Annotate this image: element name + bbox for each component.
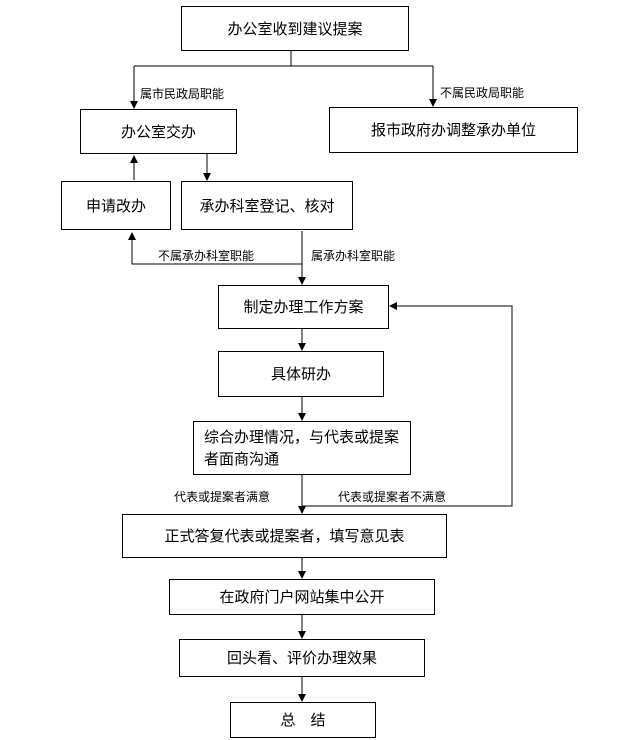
node-communicate: 综合办理情况，与代表或提案者面商沟通 bbox=[193, 421, 411, 475]
node-formal-reply: 正式答复代表或提案者，填写意见表 bbox=[122, 514, 447, 558]
label-is-civil-affairs: 属市民政局职能 bbox=[140, 87, 225, 101]
node-review-evaluate: 回头看、评价办理效果 bbox=[179, 639, 425, 677]
label-is-dept-duty: 属承办科室职能 bbox=[311, 249, 396, 263]
node-publish-online: 在政府门户网站集中公开 bbox=[169, 579, 435, 615]
node-dept-register: 承办科室登记、核对 bbox=[181, 181, 353, 230]
label-not-civil-affairs: 不属民政局职能 bbox=[440, 86, 525, 100]
node-summary: 总 结 bbox=[230, 702, 376, 738]
label-unsatisfied: 代表或提案者不满意 bbox=[338, 490, 447, 504]
node-make-plan: 制定办理工作方案 bbox=[218, 285, 389, 329]
node-receive-proposal: 办公室收到建议提案 bbox=[181, 6, 409, 51]
label-not-dept-duty: 不属承办科室职能 bbox=[158, 249, 255, 263]
node-apply-change: 申请改办 bbox=[61, 181, 171, 230]
node-report-gov-adjust: 报市政府办调整承办单位 bbox=[329, 107, 578, 153]
label-satisfied: 代表或提案者满意 bbox=[174, 490, 271, 504]
node-office-assign: 办公室交办 bbox=[80, 109, 237, 154]
node-handle: 具体研办 bbox=[218, 351, 384, 397]
edge-not-dept-back bbox=[128, 232, 302, 265]
edge-unsatisfied-loop bbox=[302, 302, 513, 507]
edge-receive-split bbox=[134, 50, 433, 67]
